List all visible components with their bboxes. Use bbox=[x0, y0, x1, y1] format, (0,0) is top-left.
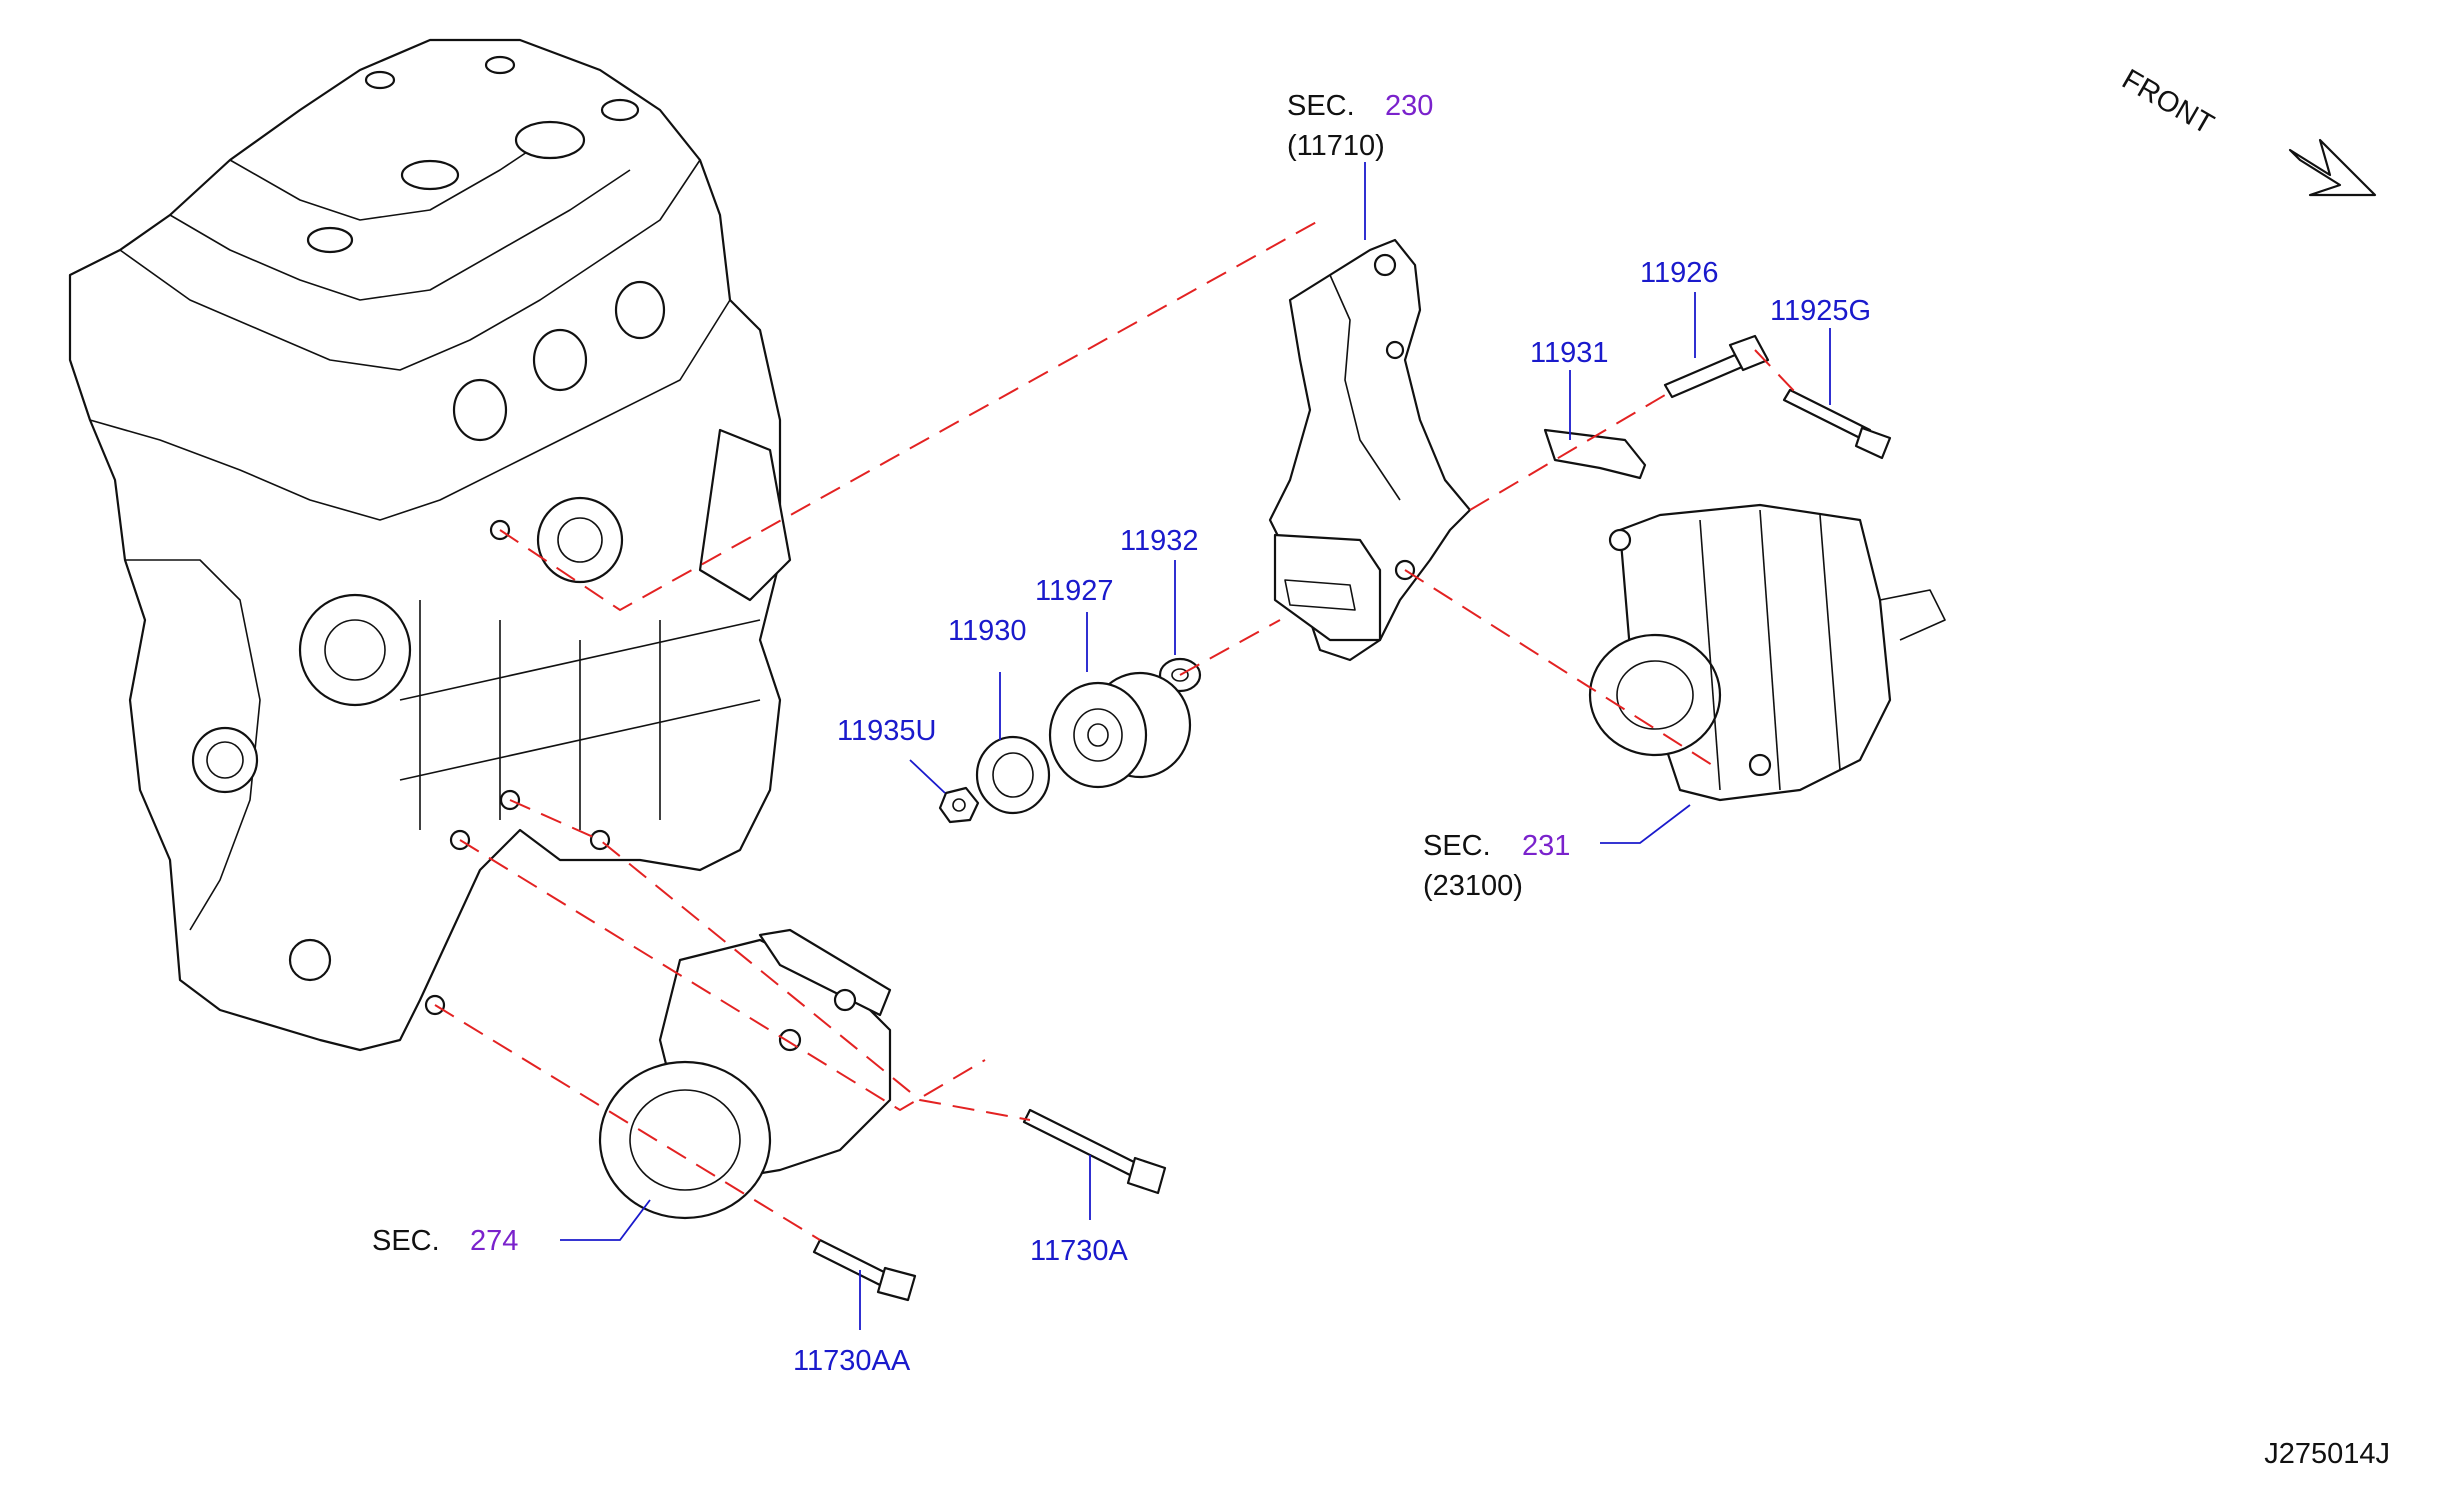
part-label-11730aa[interactable]: 11730AA bbox=[793, 1345, 911, 1377]
section-274-number[interactable]: 274 bbox=[470, 1225, 518, 1257]
part-label-11931[interactable]: 11931 bbox=[1530, 337, 1609, 369]
part-label-11927[interactable]: 11927 bbox=[1035, 575, 1114, 607]
engine-block-drawing bbox=[68, 38, 792, 1052]
section-231-number[interactable]: 231 bbox=[1522, 830, 1570, 862]
part-label-11730a[interactable]: 11730A bbox=[1030, 1235, 1128, 1267]
compressor-drawing bbox=[598, 928, 892, 1220]
bolt-11926-drawing bbox=[1663, 334, 1770, 399]
section-230-label[interactable]: SEC. 230 (11710) bbox=[1287, 90, 1433, 162]
alternator-drawing bbox=[1588, 503, 1946, 802]
section-231-label[interactable]: SEC. 231 (23100) bbox=[1423, 830, 1570, 902]
leader-lines bbox=[560, 162, 1831, 1330]
alternator-bracket-drawing bbox=[1268, 238, 1472, 662]
plate-11931-drawing bbox=[1543, 428, 1647, 480]
part-label-11925g[interactable]: 11925G bbox=[1770, 295, 1871, 327]
diagram-code: J275014J bbox=[2264, 1438, 2390, 1470]
part-label-11932[interactable]: 11932 bbox=[1120, 525, 1199, 557]
part-label-11935u[interactable]: 11935U bbox=[837, 715, 936, 747]
front-label: FRONT bbox=[2117, 63, 2220, 141]
nut-11935u-drawing bbox=[938, 786, 980, 824]
front-arrow-icon bbox=[2288, 138, 2377, 197]
section-231-prefix: SEC. bbox=[1423, 830, 1491, 862]
pulley-11927-drawing bbox=[1048, 671, 1192, 789]
section-231-code: (23100) bbox=[1423, 870, 1523, 902]
section-230-prefix: SEC. bbox=[1287, 90, 1355, 122]
section-274-label[interactable]: SEC. 274 bbox=[372, 1225, 518, 1257]
assembly-lines bbox=[434, 219, 1796, 1241]
bolt-11730a-drawing bbox=[1022, 1108, 1167, 1195]
bolt-11925g-drawing bbox=[1782, 388, 1892, 460]
section-230-number[interactable]: 230 bbox=[1385, 90, 1433, 122]
bolt-11730aa-drawing bbox=[812, 1238, 917, 1302]
front-indicator: FRONT bbox=[2117, 63, 2377, 197]
part-label-11926[interactable]: 11926 bbox=[1640, 257, 1719, 289]
section-274-prefix: SEC. bbox=[372, 1225, 440, 1257]
part-label-11930[interactable]: 11930 bbox=[948, 615, 1027, 647]
washer-11930-drawing bbox=[975, 735, 1051, 815]
section-230-code: (11710) bbox=[1287, 130, 1385, 162]
